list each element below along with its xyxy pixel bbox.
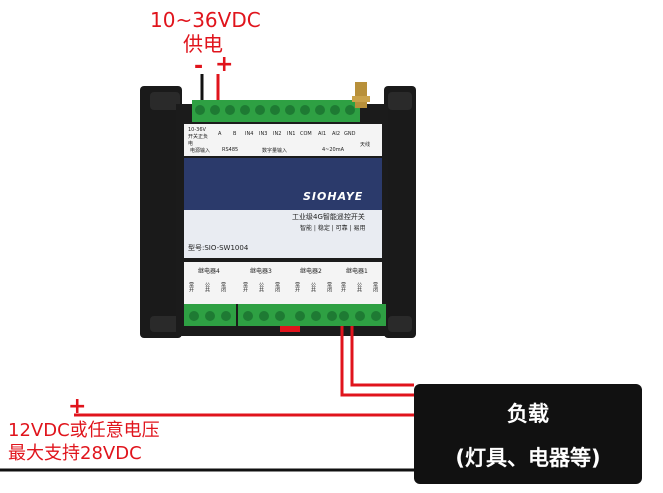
brand-logo: SIOHAYE bbox=[303, 190, 364, 203]
relay-no-wire bbox=[350, 326, 414, 387]
relay4-pin-nc: 常闭 bbox=[220, 282, 226, 292]
housing-right-rail bbox=[384, 86, 416, 338]
relay4-label: 继电器4 bbox=[198, 268, 220, 275]
load-voltage-line1: 12VDC或任意电压 bbox=[8, 420, 160, 441]
load-voltage-line2: 最大支持28VDC bbox=[8, 443, 142, 464]
relay-common-wire bbox=[340, 326, 414, 397]
group-label-antenna: 天线 bbox=[360, 142, 371, 148]
relay2-pin-nc: 常闭 bbox=[326, 282, 332, 292]
group-label-rs485: RS485 bbox=[222, 147, 239, 153]
antenna-connector bbox=[355, 82, 367, 108]
pin-label-in2: IN2 bbox=[273, 131, 282, 137]
pin-label-in1: IN1 bbox=[287, 131, 296, 137]
relay1-pin-nc: 常闭 bbox=[372, 282, 378, 292]
product-tagline: 智能 | 稳定 | 可靠 | 易用 bbox=[300, 225, 366, 232]
relay3-pin-nc: 常闭 bbox=[274, 282, 280, 292]
model-number: 型号:SIO-SW1004 bbox=[188, 244, 249, 252]
load-plus-sign: + bbox=[68, 394, 87, 419]
pin-label-ai1: AI1 bbox=[318, 131, 327, 137]
pin-label-b: B bbox=[233, 131, 237, 137]
relay4-pin-no: 常开 bbox=[188, 282, 194, 292]
relay2-pin-no: 常开 bbox=[294, 282, 300, 292]
load-box: 负载 (灯具、电器等) bbox=[414, 384, 642, 484]
group-label-analog: 4~20mA bbox=[322, 147, 345, 153]
pin-label-ai2: AI2 bbox=[332, 131, 341, 137]
power-supply-label: 供电 bbox=[183, 32, 223, 56]
relay3-pin-no: 常开 bbox=[242, 282, 248, 292]
relay4-pin-com: 公共 bbox=[204, 282, 210, 292]
product-name: 工业级4G智能遥控开关 bbox=[292, 213, 365, 221]
top-label-strip bbox=[184, 124, 382, 156]
pin-label-a: A bbox=[218, 131, 222, 137]
load-box-title: 负载 bbox=[507, 402, 549, 426]
group-label-digital-input: 数字量输入 bbox=[262, 148, 288, 154]
group-label-power-input: 电源输入 bbox=[190, 148, 211, 154]
load-box-subtitle: (灯具、电器等) bbox=[455, 446, 601, 470]
relay1-pin-no: 常开 bbox=[340, 282, 346, 292]
pin-label-in3: IN3 bbox=[259, 131, 268, 137]
pin-label-gnd: GND bbox=[344, 131, 356, 137]
power-voltage-label: 10~36VDC bbox=[150, 8, 261, 32]
pin-label-in4: IN4 bbox=[245, 131, 254, 137]
housing-left-rail bbox=[140, 86, 182, 338]
relay3-pin-com: 公共 bbox=[258, 282, 264, 292]
pin-label-com: COM bbox=[300, 131, 312, 137]
power-minus-sign: - bbox=[194, 54, 204, 79]
bottom-label-strip bbox=[184, 262, 382, 304]
relay3-label: 继电器3 bbox=[250, 268, 272, 275]
pin-label-power: 10-36V 开关正负电 bbox=[188, 127, 209, 147]
relay2-label: 继电器2 bbox=[300, 268, 322, 275]
relay1-label: 继电器1 bbox=[346, 268, 368, 275]
relay1-pin-com: 公共 bbox=[356, 282, 362, 292]
power-plus-sign: + bbox=[215, 52, 234, 77]
relay2-pin-com: 公共 bbox=[310, 282, 316, 292]
